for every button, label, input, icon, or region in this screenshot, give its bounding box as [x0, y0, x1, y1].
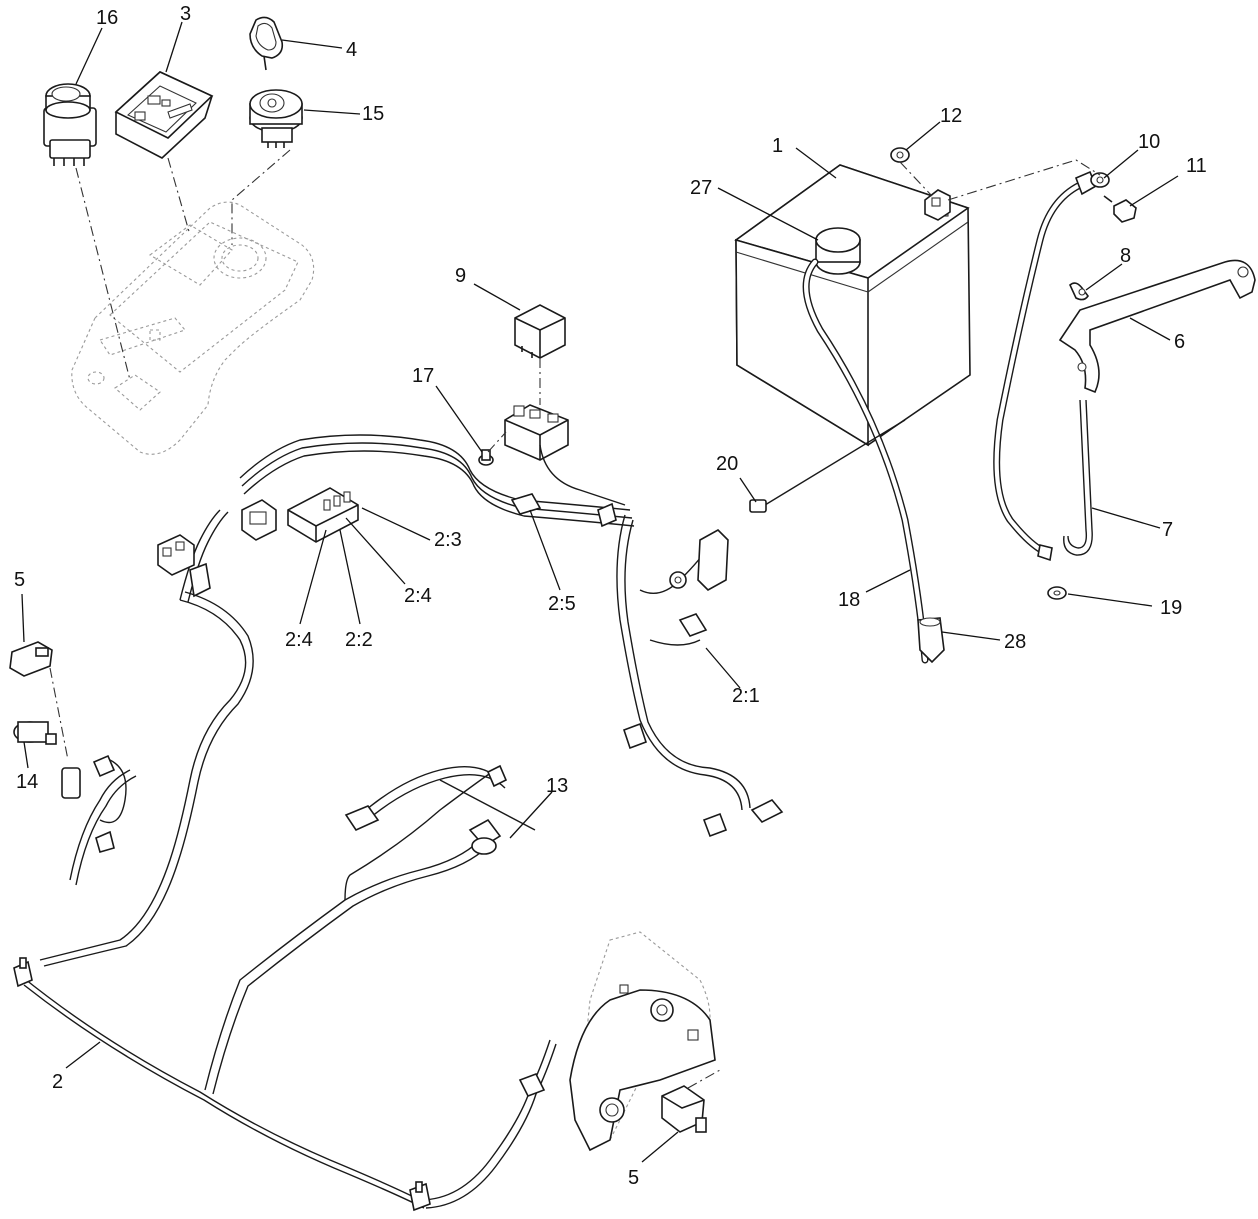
part-20-cable-tie — [749, 419, 906, 513]
part-2-4-connector — [241, 499, 277, 541]
callout-28: 28 — [1004, 631, 1026, 653]
callout-3: 3 — [180, 3, 191, 25]
callout-4: 4 — [346, 39, 357, 61]
callout-2-4-right: 2:4 — [404, 585, 432, 607]
callout-20: 20 — [716, 453, 738, 475]
seat-switch-bracket — [569, 931, 716, 1152]
callout-2-1: 2:1 — [732, 685, 760, 707]
callout-1: 1 — [772, 135, 783, 157]
callout-9: 9 — [455, 265, 466, 287]
part-8-wing-nut — [1069, 282, 1089, 301]
part-2-5-connector — [510, 493, 542, 515]
part-9-relay — [514, 304, 566, 359]
callout-16: 16 — [96, 7, 118, 29]
part-1-battery — [734, 164, 971, 447]
callout-13: 13 — [546, 775, 568, 797]
part-5-switch-top — [9, 641, 53, 677]
callout-10: 10 — [1138, 131, 1160, 153]
harness-plug-left — [61, 754, 116, 799]
part-3-display-module — [114, 71, 214, 159]
callout-2-2: 2:2 — [345, 629, 373, 651]
callout-17: 17 — [412, 365, 434, 387]
callout-15: 15 — [362, 103, 384, 125]
part-28-cable-boot — [917, 617, 945, 664]
part-17-screw — [478, 449, 494, 466]
callout-2: 2 — [52, 1071, 63, 1093]
callout-2-4-left: 2:4 — [285, 629, 313, 651]
part-13-sub-harness — [344, 764, 536, 855]
callout-27: 27 — [690, 177, 712, 199]
part-2-wire-harness — [19, 434, 751, 1209]
callout-labels: 16 3 4 15 1 12 10 11 27 8 6 9 17 20 7 2:… — [14, 3, 1207, 1189]
part-5-switch-bottom — [661, 1085, 707, 1133]
assembly-lines — [49, 149, 1101, 1089]
leader-lines — [21, 21, 1179, 1163]
part-11-bolt — [1103, 195, 1137, 223]
callout-2-3: 2:3 — [434, 529, 462, 551]
part-16-push-switch — [43, 83, 97, 166]
callout-2-5: 2:5 — [548, 593, 576, 615]
battery-terminal — [924, 189, 951, 221]
part-27-terminal-boot — [815, 227, 861, 275]
part-2-1-connector — [669, 529, 729, 637]
part-6-hold-down-bracket — [1058, 259, 1256, 394]
callout-8: 8 — [1120, 245, 1131, 267]
callout-6: 6 — [1174, 331, 1185, 353]
callout-19: 19 — [1160, 597, 1182, 619]
part-19-washer — [1047, 586, 1067, 600]
control-panel-outline — [71, 201, 315, 455]
part-4-key — [249, 16, 284, 71]
part-7-j-bolt — [1063, 399, 1093, 556]
callout-5-top: 5 — [14, 569, 25, 591]
callout-14: 14 — [16, 771, 38, 793]
part-12-nut — [890, 147, 910, 163]
relay-socket — [504, 404, 569, 461]
callout-11: 11 — [1186, 155, 1207, 177]
callout-7: 7 — [1162, 519, 1173, 541]
part-10-ground-cable — [993, 170, 1110, 562]
part-2-3-fuse-block — [287, 487, 359, 543]
part-18-battery-cable — [802, 258, 929, 664]
part-14-switch — [13, 721, 57, 745]
harness-clips — [13, 502, 728, 1212]
harness-connector-upper-left — [157, 534, 211, 598]
harness-connector-lower-right — [750, 799, 784, 823]
callout-18: 18 — [838, 589, 860, 611]
callout-12: 12 — [940, 105, 962, 127]
part-15-ignition-switch — [249, 89, 303, 148]
callout-5-bottom: 5 — [628, 1167, 639, 1189]
